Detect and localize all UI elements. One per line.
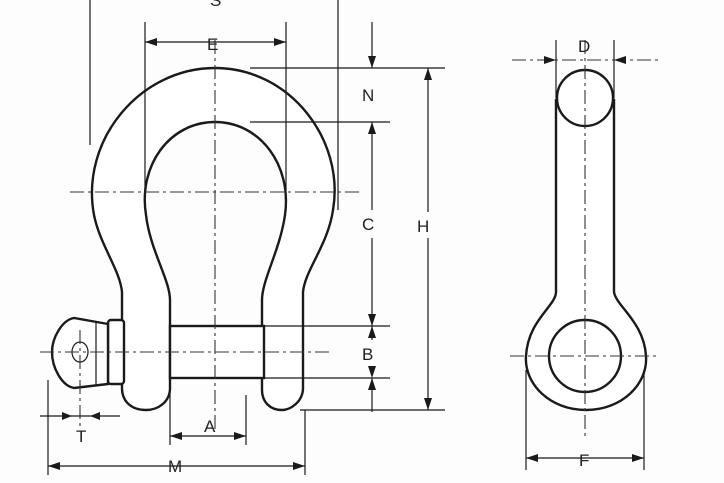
label-C: C	[362, 215, 374, 234]
bow-outer-outline	[90, 66, 336, 412]
label-D: D	[578, 37, 590, 56]
label-S: S	[210, 0, 221, 10]
pin-head	[50, 316, 110, 390]
label-A: A	[204, 417, 216, 436]
label-T: T	[76, 427, 86, 446]
side-view: D F	[510, 37, 660, 470]
label-B: B	[362, 345, 373, 364]
front-view	[40, 40, 360, 432]
label-N: N	[362, 86, 374, 105]
front-dimensions: S E N C B H	[40, 0, 445, 476]
side-body-outline	[524, 98, 648, 412]
label-E: E	[207, 35, 218, 54]
label-M: M	[168, 457, 182, 476]
label-F: F	[579, 451, 589, 470]
label-H: H	[417, 217, 429, 236]
